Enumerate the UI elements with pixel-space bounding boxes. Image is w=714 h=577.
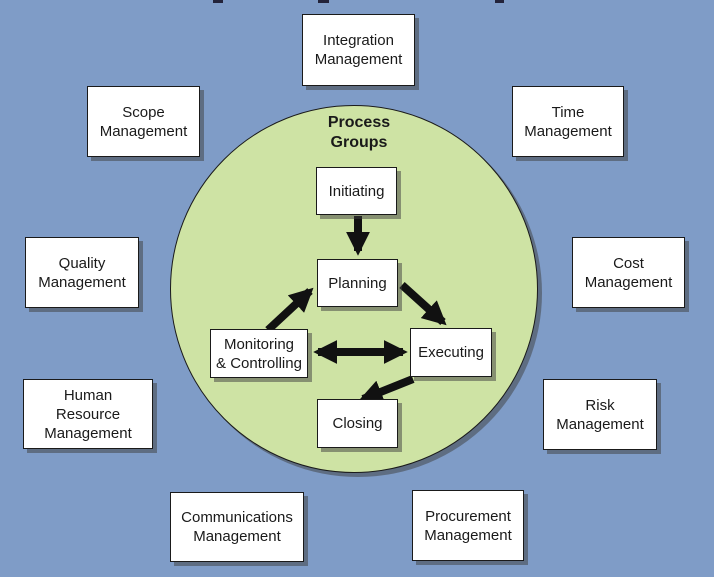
label-line: Management [584,273,673,291]
label-line: Executing [418,344,484,361]
label-line: Management [44,424,132,442]
label-line: Management [556,415,644,433]
label-line: Management [424,526,512,544]
label-line: Communications [181,509,293,526]
label-line: & Controlling [216,354,302,372]
label-line: Resource [55,405,121,423]
label-line: Human [63,386,113,404]
label-line: Planning [328,274,387,292]
process-box-planning: Planning [317,259,398,307]
process-box-monitoring-controlling: Monitoring& Controlling [210,329,308,378]
label-line: Scope [122,103,165,121]
label-line: Management [314,51,403,68]
cropped-title-fragment [213,0,223,3]
label-line: Management [99,122,188,140]
process-box-initiating: Initiating [316,167,397,215]
label-line: Management [524,122,612,140]
label-line: Integration [323,32,394,49]
label-line: Procurement [425,507,511,525]
label-line: Closing [332,415,383,432]
label-line: Management [193,528,281,545]
circle-title: Process Groups [327,114,391,151]
label-line: Time [551,103,585,121]
cropped-title-fragment [495,0,504,3]
label-line: Monitoring [223,335,295,353]
label-line: Management [38,273,126,291]
label-line: Cost [613,254,644,272]
process-box-closing: Closing [317,399,398,448]
process-box-executing: Executing [410,328,492,377]
label-line: Quality [58,254,106,272]
cropped-title-fragment [318,0,329,3]
label-line: Risk [585,396,615,414]
label-line: Initiating [328,182,385,200]
